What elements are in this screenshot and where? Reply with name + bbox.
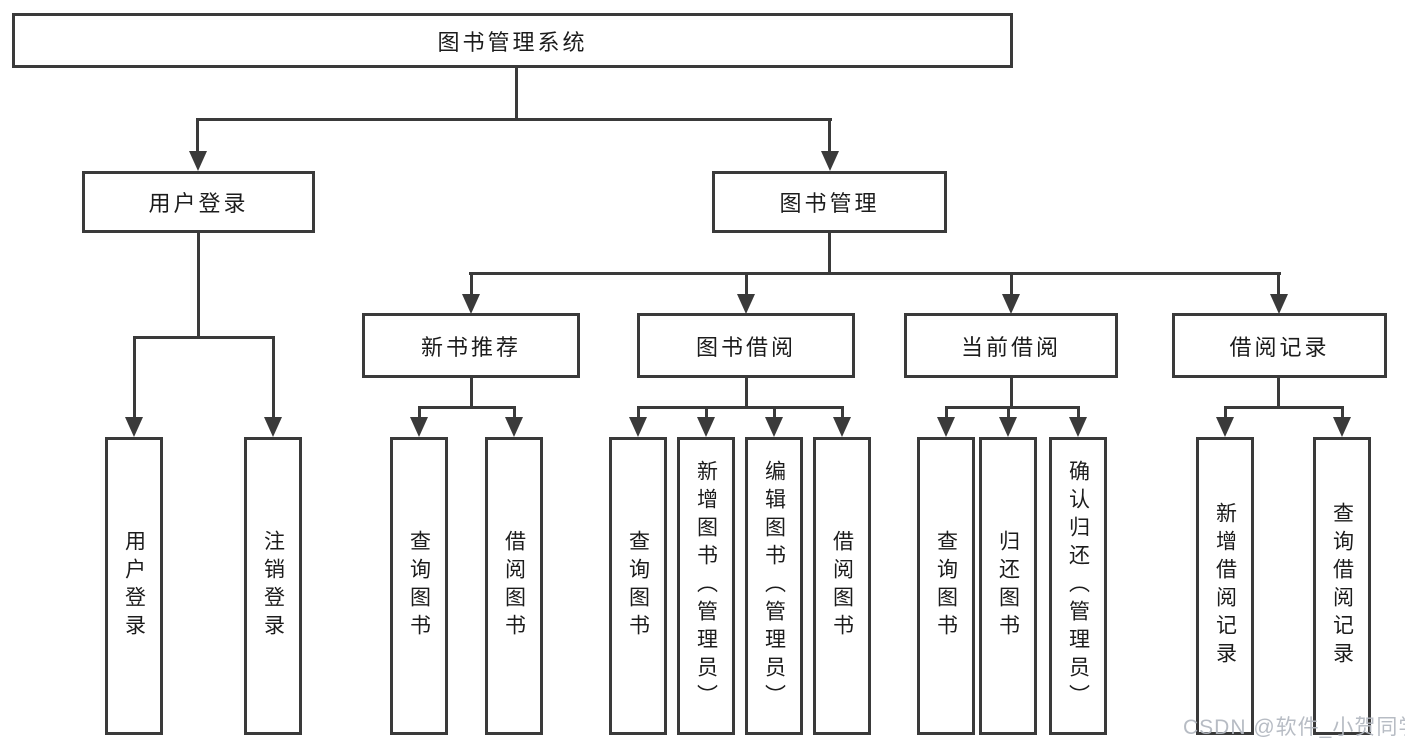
node-add-book-admin: 新增图书（管理员） [677, 437, 735, 735]
arrowhead-down-icon [821, 151, 839, 171]
connector-line [1277, 377, 1280, 407]
arrowhead-down-icon [833, 417, 851, 437]
connector-line [469, 272, 1281, 275]
connector-line [841, 406, 844, 419]
node-user-login-leaf: 用户登录 [105, 437, 163, 735]
node-label: 图书借阅 [695, 334, 796, 360]
connector-line [470, 377, 473, 407]
node-user-login: 用户登录 [82, 171, 315, 233]
node-current-borrow: 当前借阅 [904, 313, 1118, 378]
node-borrow-query-books: 查询图书 [609, 437, 667, 735]
node-label: 借阅记录 [1229, 334, 1330, 360]
connector-line [470, 272, 473, 295]
node-borrow-books: 借阅图书 [813, 437, 871, 735]
arrowhead-down-icon [629, 417, 647, 437]
node-label: 用户登录 [122, 530, 146, 642]
node-label: 借阅图书 [830, 530, 854, 642]
connector-line [418, 406, 516, 409]
arrowhead-down-icon [697, 417, 715, 437]
arrowhead-down-icon [1270, 294, 1288, 314]
node-label: 图书管理 [779, 191, 880, 216]
node-logout-leaf: 注销登录 [244, 437, 302, 735]
connector-line [133, 336, 275, 339]
arrowhead-down-icon [1216, 417, 1234, 437]
connector-line [197, 233, 200, 338]
node-confirm-return-admin: 确认归还（管理员） [1049, 437, 1107, 735]
node-query-borrow-record: 查询借阅记录 [1313, 437, 1371, 735]
arrowhead-down-icon [737, 294, 755, 314]
node-label: 借阅图书 [502, 530, 526, 642]
node-book-borrow: 图书借阅 [637, 313, 855, 378]
connector-line [637, 406, 640, 419]
csdn-watermark: CSDN @软件_小贺同学 [1183, 716, 1405, 739]
node-edit-book-admin: 编辑图书（管理员） [745, 437, 803, 735]
connector-line [1010, 377, 1013, 407]
node-label: 查询图书 [934, 530, 958, 642]
node-label: 当前借阅 [960, 334, 1061, 360]
connector-line [773, 406, 776, 419]
connector-line [945, 406, 948, 419]
node-current-query-books: 查询图书 [917, 437, 975, 735]
arrowhead-down-icon [999, 417, 1017, 437]
arrowhead-down-icon [937, 417, 955, 437]
node-root: 图书管理系统 [12, 13, 1013, 68]
node-label: 新增借阅记录 [1213, 502, 1237, 670]
node-label: 新增图书（管理员） [694, 460, 718, 712]
connector-line [745, 377, 748, 407]
connector-line [945, 406, 1080, 409]
arrowhead-down-icon [1002, 294, 1020, 314]
arrowhead-down-icon [189, 151, 207, 171]
node-label: 新书推荐 [420, 334, 521, 360]
connector-line [1007, 406, 1010, 419]
node-recommend-query-books: 查询图书 [390, 437, 448, 735]
arrowhead-down-icon [1333, 417, 1351, 437]
connector-line [272, 336, 275, 420]
node-label: 归还图书 [996, 530, 1020, 642]
arrowhead-down-icon [462, 294, 480, 314]
connector-line [1224, 406, 1343, 409]
connector-line [196, 118, 832, 121]
connector-line [705, 406, 708, 419]
arrowhead-down-icon [410, 417, 428, 437]
node-add-borrow-record: 新增借阅记录 [1196, 437, 1254, 735]
node-label: 查询图书 [626, 530, 650, 642]
node-borrow-records: 借阅记录 [1172, 313, 1387, 378]
arrowhead-down-icon [505, 417, 523, 437]
node-book-management: 图书管理 [712, 171, 947, 233]
node-label: 查询借阅记录 [1330, 502, 1354, 670]
connector-line [1077, 406, 1080, 419]
node-label: 编辑图书（管理员） [762, 460, 786, 712]
connector-line [1277, 272, 1280, 295]
node-label: 注销登录 [261, 530, 285, 642]
node-new-book-recommend: 新书推荐 [362, 313, 580, 378]
connector-line [828, 233, 831, 274]
connector-line [513, 406, 516, 419]
connector-line [745, 272, 748, 295]
arrowhead-down-icon [125, 417, 143, 437]
connector-line [1341, 406, 1344, 419]
connector-line [637, 406, 844, 409]
connector-line [1010, 272, 1013, 295]
node-recommend-borrow-books: 借阅图书 [485, 437, 543, 735]
arrowhead-down-icon [264, 417, 282, 437]
arrowhead-down-icon [765, 417, 783, 437]
connector-line [828, 118, 831, 154]
connector-line [196, 118, 199, 154]
connector-line [515, 68, 518, 120]
arrowhead-down-icon [1069, 417, 1087, 437]
node-root-label: 图书管理系统 [437, 29, 588, 55]
node-label: 用户登录 [148, 191, 249, 216]
node-label: 查询图书 [407, 530, 431, 642]
connector-line [1224, 406, 1227, 419]
node-label: 确认归还（管理员） [1066, 460, 1090, 712]
connector-line [133, 336, 136, 420]
connector-line [418, 406, 421, 419]
node-return-books: 归还图书 [979, 437, 1037, 735]
